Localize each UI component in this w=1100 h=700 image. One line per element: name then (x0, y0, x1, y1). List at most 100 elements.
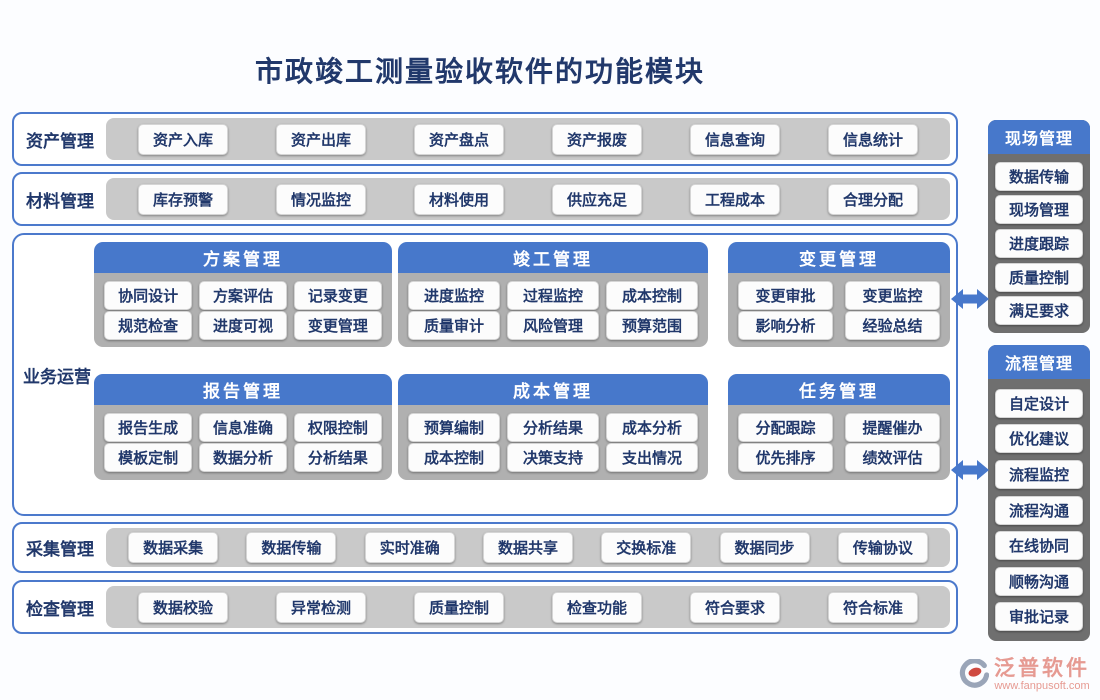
module-button[interactable]: 进度跟踪 (995, 228, 1083, 258)
module-button[interactable]: 自定设计 (995, 388, 1083, 418)
brand-name: 泛普软件 (994, 656, 1090, 680)
collection-buttons-tray: 数据采集数据传输实时准确数据共享交换标准数据同步传输协议 (106, 528, 950, 567)
module-button[interactable]: 信息查询 (689, 123, 780, 155)
module-button[interactable]: 预算编制 (408, 412, 500, 442)
module-button[interactable]: 在线协同 (995, 531, 1083, 561)
module-button[interactable]: 现场管理 (995, 195, 1083, 225)
module-button[interactable]: 数据传输 (246, 532, 337, 563)
panel-plan-management: 方案管理 协同设计方案评估记录变更规范检查进度可视变更管理 (94, 242, 392, 347)
module-button[interactable]: 材料使用 (413, 183, 504, 215)
module-button[interactable]: 资产报废 (551, 123, 642, 155)
module-button[interactable]: 权限控制 (293, 412, 382, 442)
module-button[interactable]: 符合标准 (827, 591, 918, 623)
module-button[interactable]: 质量控制 (413, 591, 504, 623)
panel-report-management: 报告管理 报告生成信息准确权限控制模板定制数据分析分析结果 (94, 374, 392, 480)
module-button[interactable]: 绩效评估 (845, 443, 940, 473)
module-button[interactable]: 分析结果 (293, 443, 382, 473)
module-button[interactable]: 协同设计 (104, 280, 193, 310)
module-button[interactable]: 数据同步 (719, 532, 810, 563)
module-button[interactable]: 风险管理 (507, 310, 599, 340)
module-button[interactable]: 成本控制 (606, 280, 698, 310)
module-button[interactable]: 审批记录 (995, 602, 1083, 632)
panel-body-task: 分配跟踪提醒催办优先排序绩效评估 (728, 405, 950, 480)
module-button[interactable]: 影响分析 (738, 310, 833, 340)
module-button[interactable]: 决策支持 (507, 443, 599, 473)
module-button[interactable]: 进度可视 (198, 310, 288, 340)
module-button[interactable]: 分析结果 (507, 412, 599, 442)
module-button[interactable]: 资产出库 (275, 123, 366, 155)
panel-completion-management: 竣工管理 进度监控过程监控成本控制质量审计风险管理预算范围 (398, 242, 708, 347)
module-button[interactable]: 流程监控 (995, 459, 1083, 489)
band-label-collection: 采集管理 (26, 540, 94, 559)
double-arrow-icon (951, 460, 989, 480)
module-button[interactable]: 合理分配 (827, 183, 918, 215)
module-button[interactable]: 异常检测 (275, 591, 366, 623)
module-button[interactable]: 质量审计 (408, 310, 500, 340)
material-buttons-tray: 库存预警 情况监控 材料使用 供应充足 工程成本 合理分配 (106, 178, 950, 220)
module-button[interactable]: 顺畅沟通 (995, 566, 1083, 596)
business-operations-label: 业务运营 (23, 367, 91, 386)
sidebar-body-field: 数据传输现场管理进度跟踪质量控制满足要求 (988, 154, 1090, 333)
band-label-material: 材料管理 (26, 191, 94, 211)
module-button[interactable]: 数据校验 (137, 591, 228, 623)
module-button[interactable]: 数据分析 (198, 443, 288, 473)
module-button[interactable]: 满足要求 (995, 296, 1083, 326)
module-button[interactable]: 工程成本 (689, 183, 780, 215)
module-button[interactable]: 经验总结 (845, 310, 940, 340)
module-button[interactable]: 信息准确 (198, 412, 288, 442)
module-button[interactable]: 检查功能 (551, 591, 642, 623)
module-button[interactable]: 过程监控 (507, 280, 599, 310)
module-button[interactable]: 符合要求 (689, 591, 780, 623)
module-button[interactable]: 交换标准 (601, 532, 692, 563)
panel-title-task: 任务管理 (728, 374, 950, 405)
module-button[interactable]: 变更管理 (293, 310, 382, 340)
panel-body-completion: 进度监控过程监控成本控制质量审计风险管理预算范围 (398, 273, 708, 347)
asset-buttons-tray: 资产入库 资产出库 资产盘点 资产报废 信息查询 信息统计 (106, 118, 950, 160)
fanpu-logo-icon (959, 659, 989, 689)
band-material-management: 材料管理 库存预警 情况监控 材料使用 供应充足 工程成本 合理分配 (12, 172, 958, 226)
module-button[interactable]: 成本控制 (408, 443, 500, 473)
module-button[interactable]: 优化建议 (995, 424, 1083, 454)
module-button[interactable]: 提醒催办 (845, 412, 940, 442)
module-button[interactable]: 变更审批 (738, 280, 833, 310)
module-button[interactable]: 数据采集 (128, 532, 219, 563)
panel-title-plan: 方案管理 (94, 242, 392, 273)
module-button[interactable]: 进度监控 (408, 280, 500, 310)
module-button[interactable]: 资产入库 (137, 123, 228, 155)
panel-body-plan: 协同设计方案评估记录变更规范检查进度可视变更管理 (94, 273, 392, 347)
panel-title-completion: 竣工管理 (398, 242, 708, 273)
brand-footer: 泛普软件 www.fanpusoft.com (959, 657, 1090, 692)
module-button[interactable]: 实时准确 (364, 532, 455, 563)
module-button[interactable]: 变更监控 (845, 280, 940, 310)
sidebar-field-management: 现场管理 数据传输现场管理进度跟踪质量控制满足要求 (988, 120, 1090, 333)
module-button[interactable]: 数据传输 (995, 161, 1083, 191)
module-button[interactable]: 数据共享 (482, 532, 573, 563)
module-button[interactable]: 资产盘点 (413, 123, 504, 155)
panel-body-report: 报告生成信息准确权限控制模板定制数据分析分析结果 (94, 405, 392, 480)
module-button[interactable]: 流程沟通 (995, 495, 1083, 525)
band-label-inspection: 检查管理 (26, 599, 94, 619)
module-button[interactable]: 成本分析 (606, 412, 698, 442)
module-button[interactable]: 分配跟踪 (738, 412, 833, 442)
module-button[interactable]: 报告生成 (104, 412, 193, 442)
module-button[interactable]: 情况监控 (275, 183, 366, 215)
business-panels-grid: 方案管理 协同设计方案评估记录变更规范检查进度可视变更管理 竣工管理 进度监控过… (94, 242, 950, 480)
module-button[interactable]: 传输协议 (837, 532, 928, 563)
panel-task-management: 任务管理 分配跟踪提醒催办优先排序绩效评估 (728, 374, 950, 480)
module-button[interactable]: 记录变更 (293, 280, 382, 310)
band-label-asset: 资产管理 (26, 131, 94, 151)
module-button[interactable]: 信息统计 (827, 123, 918, 155)
module-button[interactable]: 规范检查 (104, 310, 193, 340)
module-button[interactable]: 供应充足 (551, 183, 642, 215)
module-button[interactable]: 模板定制 (104, 443, 193, 473)
module-button[interactable]: 质量控制 (995, 262, 1083, 292)
module-button[interactable]: 支出情况 (606, 443, 698, 473)
module-button[interactable]: 库存预警 (137, 183, 228, 215)
module-button[interactable]: 预算范围 (606, 310, 698, 340)
sidebar-body-process: 自定设计优化建议流程监控流程沟通在线协同顺畅沟通审批记录 (988, 379, 1090, 641)
module-button[interactable]: 优先排序 (738, 443, 833, 473)
double-arrow-icon (951, 289, 989, 309)
module-button[interactable]: 方案评估 (198, 280, 288, 310)
panel-cost-management: 成本管理 预算编制分析结果成本分析成本控制决策支持支出情况 (398, 374, 708, 480)
brand-website[interactable]: www.fanpusoft.com (994, 679, 1090, 692)
